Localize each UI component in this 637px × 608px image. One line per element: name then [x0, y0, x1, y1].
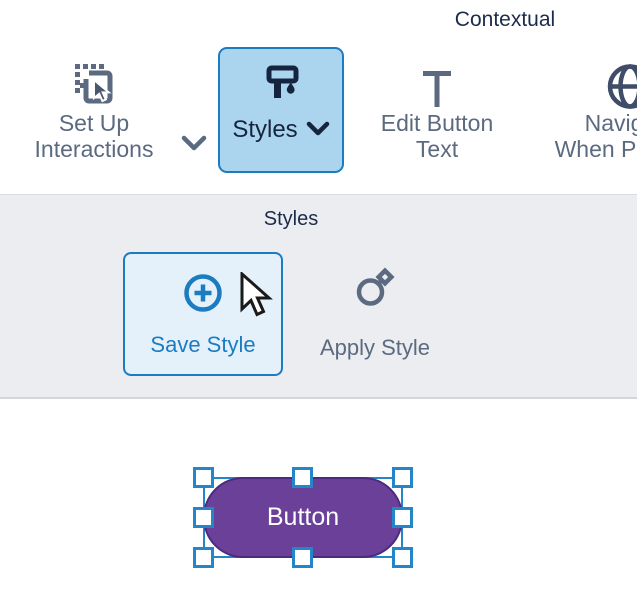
select-cursor-icon: [67, 58, 121, 110]
circle-plus-icon: [183, 273, 223, 318]
ribbon-item-set-up-interactions[interactable]: Set Up Interactions: [4, 58, 184, 162]
chevron-down-icon[interactable]: [306, 116, 330, 144]
resize-handle-top-left[interactable]: [193, 467, 214, 488]
resize-handle-middle-right[interactable]: [392, 507, 413, 528]
resize-handle-bottom-center[interactable]: [292, 547, 313, 568]
ribbon-item-label-line2: Interactions: [34, 136, 154, 162]
ribbon-item-label-line1: Set Up: [58, 110, 130, 136]
ribbon-item-label-line2: When Pressed: [554, 136, 637, 162]
resize-handle-top-center[interactable]: [292, 467, 313, 488]
ribbon-divider: [0, 194, 637, 195]
resize-handle-bottom-left[interactable]: [193, 547, 214, 568]
mouse-cursor-icon: [240, 270, 276, 327]
resize-handle-middle-left[interactable]: [193, 507, 214, 528]
button-widget[interactable]: Button: [203, 477, 403, 558]
resize-handle-bottom-right[interactable]: [392, 547, 413, 568]
button-widget-label: Button: [266, 503, 340, 531]
ribbon-item-label-line2: Text: [415, 136, 459, 162]
paint-roller-icon: [257, 60, 305, 110]
panel-title: Styles: [263, 208, 319, 230]
globe-icon: [607, 58, 637, 110]
apply-style-label: Apply Style: [319, 335, 431, 360]
save-style-button[interactable]: Save Style: [123, 252, 283, 376]
ribbon-item-label: Styles: [232, 116, 298, 143]
selection-bounding-box: Button: [193, 467, 413, 568]
ribbon-item-label-line1: Edit Button: [380, 110, 494, 136]
ribbon-item-edit-button-text[interactable]: Edit Button Text: [360, 58, 514, 162]
ribbon-group-label: Contextual: [454, 8, 556, 31]
ribbon-item-label-line1: Navigate: [584, 110, 637, 136]
chevron-down-icon[interactable]: [181, 134, 207, 157]
save-style-label: Save Style: [150, 332, 256, 357]
brush-icon: [351, 264, 399, 317]
apply-style-button[interactable]: Apply Style: [288, 252, 462, 376]
ribbon-toolbar: Contextual Set Up Interactions: [0, 0, 637, 195]
styles-dropdown-panel: Styles Save Style Apply Style: [0, 195, 637, 399]
ribbon-item-styles[interactable]: Styles: [218, 47, 344, 173]
resize-handle-top-right[interactable]: [392, 467, 413, 488]
ribbon-item-navigate-when-pressed[interactable]: Navigate When Pressed: [530, 58, 637, 162]
text-icon: [422, 58, 452, 110]
